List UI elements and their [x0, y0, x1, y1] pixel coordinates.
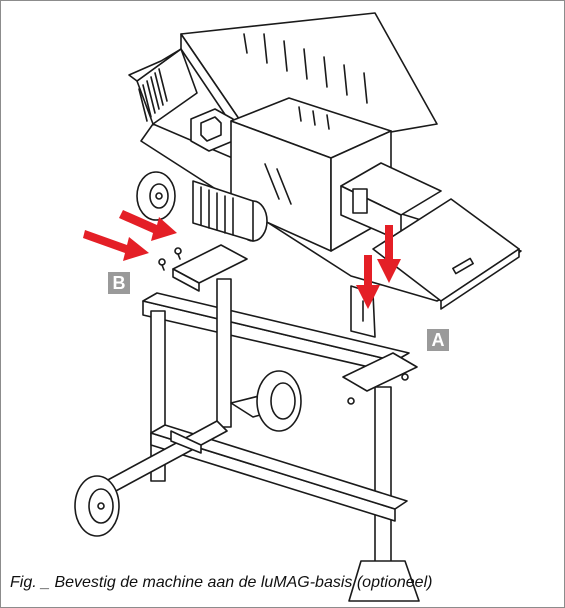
- log-splitter-machine: [128, 12, 522, 338]
- stand-base: [74, 244, 420, 602]
- arrow-left-1: [83, 230, 149, 261]
- arrow-left-2: [119, 210, 177, 241]
- arrow-right-1: [377, 225, 401, 283]
- red-arrows: [83, 210, 401, 309]
- figure-caption: Fig. _ Bevestig de machine aan de luMAG-…: [10, 574, 433, 591]
- marker-a: A: [427, 329, 449, 351]
- arrow-right-2: [356, 255, 380, 309]
- marker-b: B: [108, 272, 130, 294]
